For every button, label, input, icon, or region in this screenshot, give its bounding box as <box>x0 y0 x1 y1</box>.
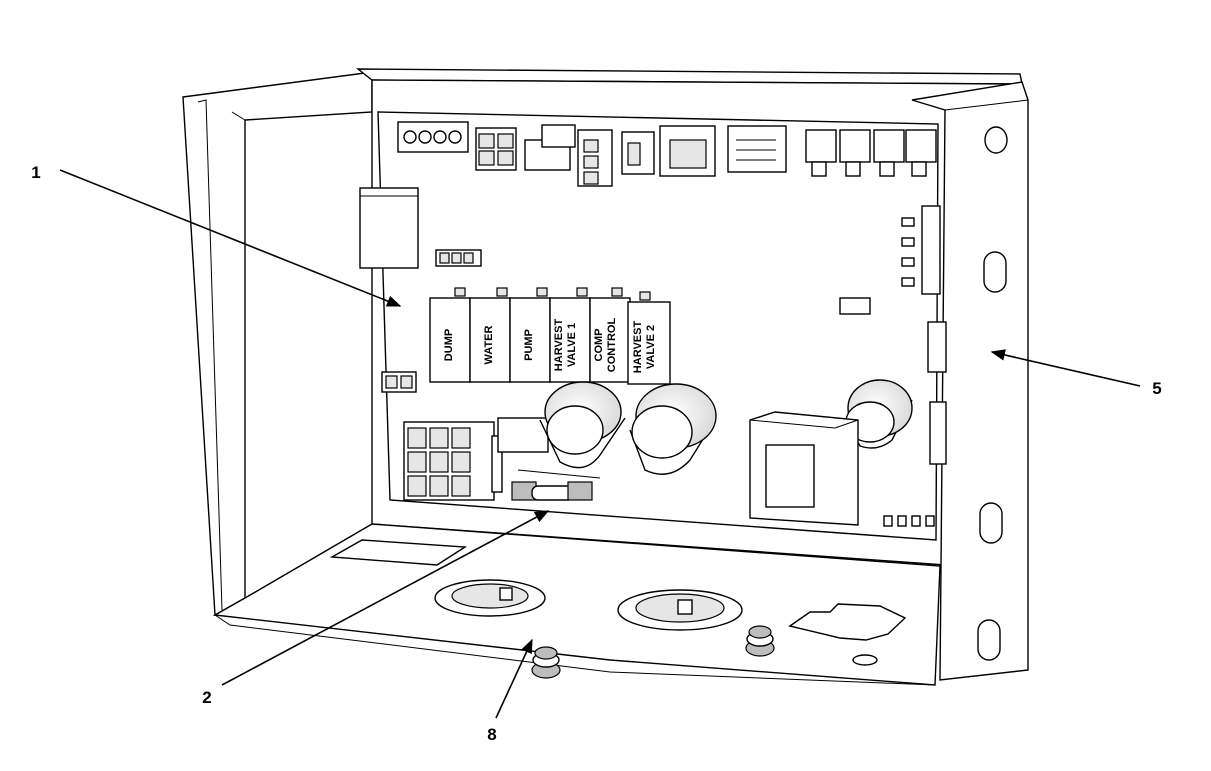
bottom-cutout <box>788 603 907 641</box>
relay-water: WATER <box>469 287 511 383</box>
callout-label: 5 <box>1152 379 1161 398</box>
relay-label-line1: COMP <box>593 329 605 362</box>
relay-harvest-valve-2: HARVEST VALVE 2 <box>627 291 671 385</box>
callout-label: 2 <box>202 688 211 707</box>
relay-label-line1: HARVEST <box>632 321 644 374</box>
flange-slot <box>979 502 1003 544</box>
circuit-board: DUMP WATER PUMP HARVEST VALVE 1 <box>359 111 947 541</box>
ground-screw <box>531 646 561 679</box>
transformer <box>749 411 859 526</box>
capacitor <box>629 383 717 475</box>
relay-label-line1: DUMP <box>443 329 455 361</box>
fuse-holder <box>497 417 601 501</box>
capacitor <box>539 381 626 469</box>
flange-slot <box>977 619 1001 661</box>
relay-pump: PUMP <box>509 287 551 383</box>
callout-1: 1 <box>31 163 402 307</box>
relay-label-line2: VALVE 1 <box>566 323 578 367</box>
top-connectors <box>397 121 937 187</box>
relay-label-line2: VALVE 2 <box>645 325 657 369</box>
relay-label-line2: CONTROL <box>606 318 618 373</box>
knockout-left <box>434 579 546 617</box>
relay-label-line1: PUMP <box>523 329 535 361</box>
ground-screw <box>745 625 775 657</box>
flange-slot <box>983 251 1007 293</box>
relay-bank: DUMP WATER PUMP HARVEST VALVE 1 <box>429 287 671 385</box>
callout-2: 2 <box>202 510 550 707</box>
power-connector <box>403 421 503 501</box>
callout-label: 1 <box>31 163 40 182</box>
callout-8: 8 <box>487 638 533 744</box>
callout-5: 5 <box>990 349 1162 398</box>
flange-hole <box>984 126 1008 154</box>
callout-label: 8 <box>487 725 496 744</box>
relay-harvest-valve-1: HARVEST VALVE 1 <box>549 287 591 383</box>
relay-comp-control: COMP CONTROL <box>589 287 631 383</box>
relay-dump: DUMP <box>429 287 471 383</box>
knockout-right <box>617 589 743 631</box>
left-side-wall <box>182 72 373 617</box>
relay-label-line1: WATER <box>483 325 495 364</box>
relay-label-line1: HARVEST <box>553 319 565 372</box>
large-relay <box>359 187 419 269</box>
